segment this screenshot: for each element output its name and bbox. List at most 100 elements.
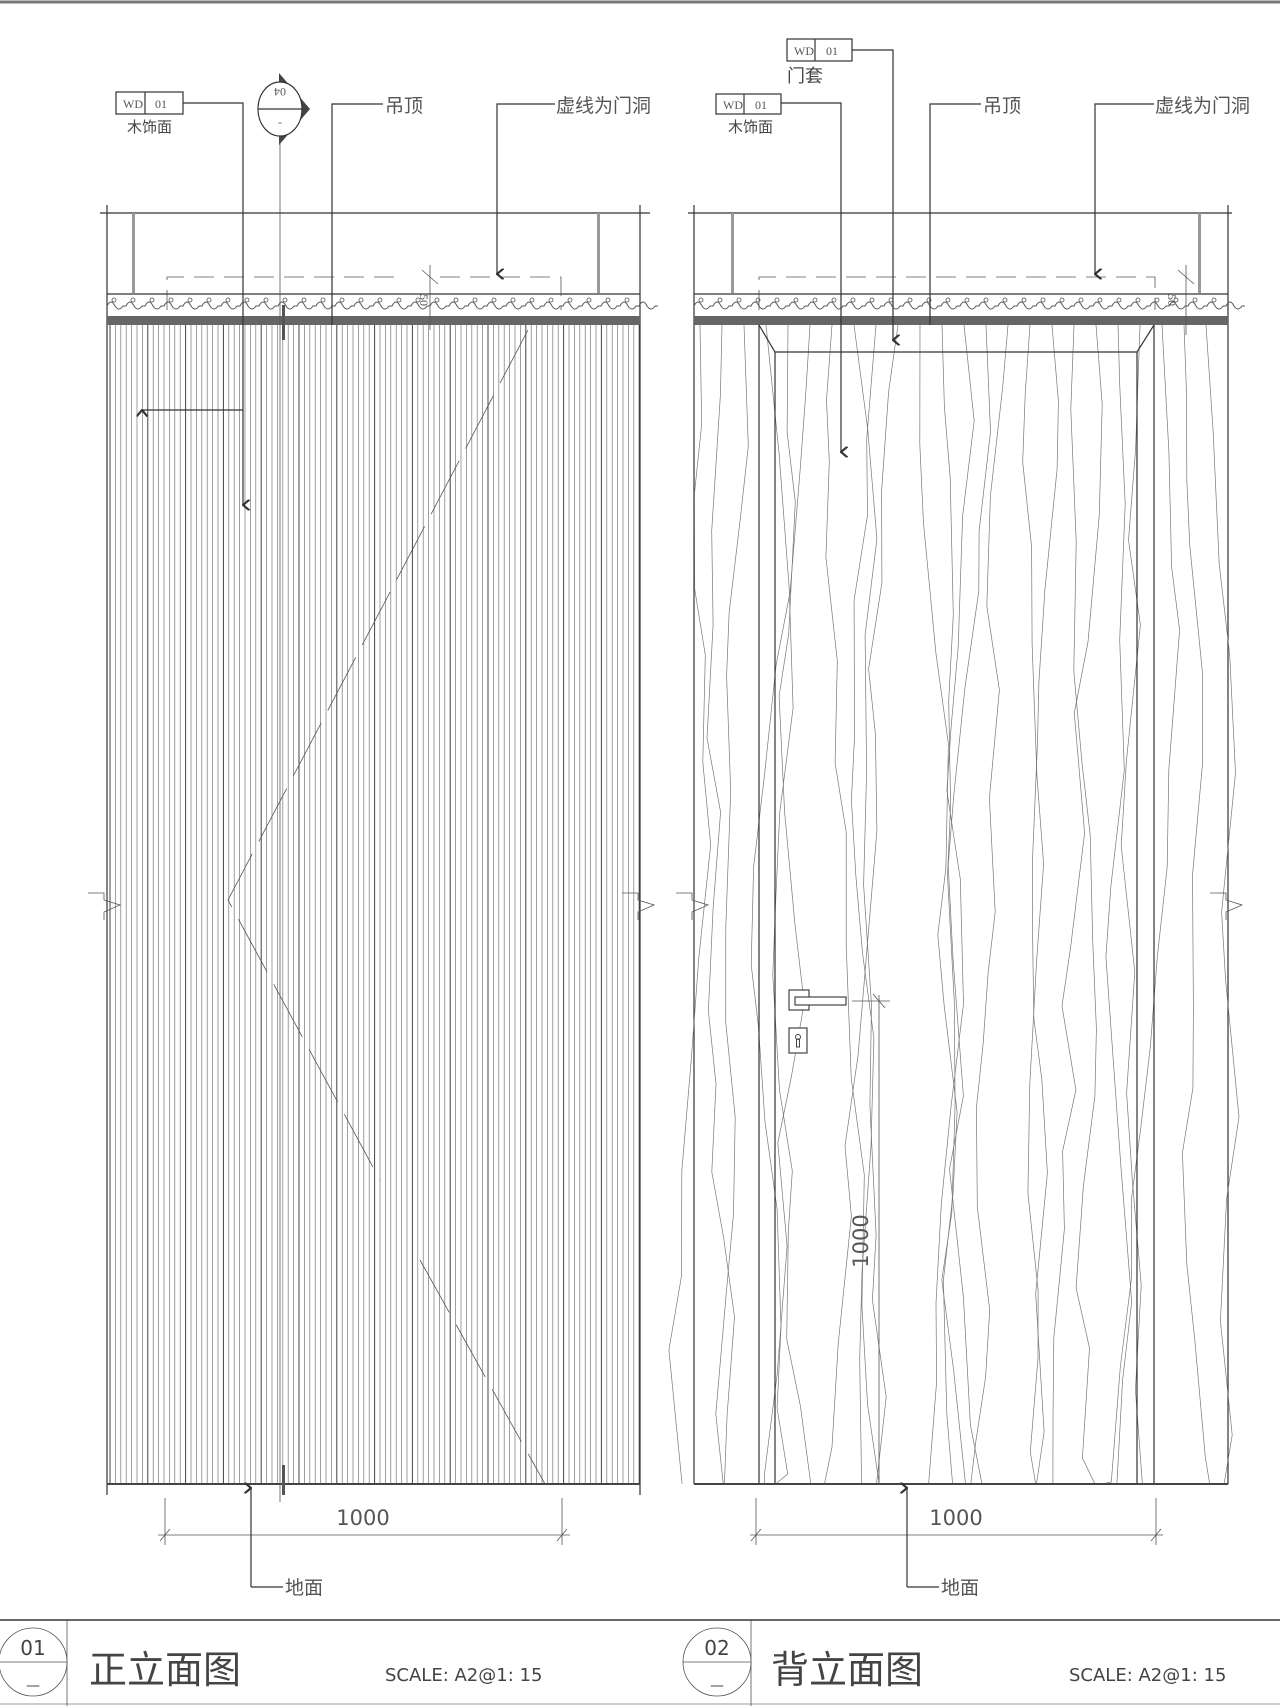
- ceiling-dot: [130, 297, 136, 303]
- ceiling-wave: [106, 301, 658, 310]
- floor-label: 地面: [941, 1577, 979, 1599]
- grain-line: [1070, 324, 1097, 1485]
- ceiling-wave: [693, 301, 1245, 310]
- ceiling-dot: [793, 297, 799, 303]
- handle-height-value: 1000: [849, 1214, 873, 1267]
- ceiling-hanger: [1198, 213, 1201, 293]
- ceiling-dot: [586, 297, 592, 303]
- grain-line: [1101, 324, 1180, 1485]
- ceiling-dot: [358, 297, 364, 303]
- grain-line: [1105, 324, 1133, 1485]
- ceiling-dot: [624, 297, 630, 303]
- drawing-scale: SCALE: A2@1: 15: [1069, 1665, 1226, 1686]
- ceiling-dot: [301, 297, 307, 303]
- drawing-title: 背立面图: [771, 1648, 923, 1692]
- grain-line: [1182, 324, 1211, 1485]
- ceiling-structure: [100, 205, 658, 1495]
- ceiling-leader: [929, 103, 981, 325]
- ceiling-hanger: [731, 213, 734, 293]
- grain-line: [825, 324, 880, 1485]
- ceiling-dot: [698, 297, 704, 303]
- ceiling-dot: [850, 297, 856, 303]
- door-swing-line: [227, 329, 546, 1485]
- ceiling-dot: [149, 297, 155, 303]
- floor-label: 地面: [285, 1577, 323, 1599]
- ceiling-dot: [1116, 297, 1122, 303]
- ceiling-dot: [964, 297, 970, 303]
- ceiling-dot: [1021, 297, 1027, 303]
- door-frame: [758, 324, 1155, 1484]
- sheet-number: —: [710, 1678, 724, 1694]
- back-elevation: 1000 WD 01 门套 WD 01 木饰面 吊顶 虚线为门洞 50: [668, 38, 1250, 1599]
- ceiling-band: [107, 316, 640, 325]
- grain-line: [1022, 324, 1044, 1485]
- grain-line: [851, 324, 877, 1485]
- ceiling-dot: [529, 297, 535, 303]
- tag-number: 01: [826, 44, 838, 58]
- width-dimension: 1000: [750, 1498, 1163, 1545]
- opening-leader: [1095, 103, 1154, 274]
- door-handle: [788, 989, 847, 1011]
- tag-label: 门套: [787, 66, 823, 87]
- width-dimension: 1000: [158, 1498, 570, 1545]
- ceiling-label: 吊顶: [983, 95, 1021, 117]
- ceiling-dot: [1211, 297, 1217, 303]
- grain-line: [765, 324, 812, 1485]
- ceiling-dot: [339, 297, 345, 303]
- grain-line: [668, 324, 712, 1485]
- ceiling-dot: [491, 297, 497, 303]
- ceiling-dot: [244, 297, 250, 303]
- title-02: 02 — 背立面图 SCALE: A2@1: 15: [682, 1620, 1226, 1706]
- ceiling-dot: [225, 297, 231, 303]
- ceiling-dot: [434, 297, 440, 303]
- ceiling-dot: [812, 297, 818, 303]
- ceiling-dot: [206, 297, 212, 303]
- grain-line: [919, 324, 958, 1485]
- grain-line: [750, 324, 811, 1485]
- opening-label: 虚线为门洞: [1155, 95, 1250, 117]
- ceiling-hanger: [597, 213, 600, 293]
- ceiling-dot: [755, 297, 761, 303]
- ceiling-structure: [688, 205, 1245, 1484]
- section-marker-top: 04: [274, 85, 286, 99]
- ceiling-dot: [1097, 297, 1103, 303]
- ceiling-dot: [472, 297, 478, 303]
- title-block: 01 — 正立面图 SCALE: A2@1: 15 02 — 背立面图 SCAL…: [0, 1619, 1280, 1706]
- ceiling-dot: [1154, 297, 1160, 303]
- ceiling-dot: [926, 297, 932, 303]
- tag-code: WD: [794, 44, 814, 58]
- drawing-number: 01: [20, 1636, 45, 1660]
- title-01: 01 — 正立面图 SCALE: A2@1: 15: [0, 1620, 542, 1706]
- ceiling-label: 吊顶: [385, 95, 423, 117]
- ceiling-dot: [945, 297, 951, 303]
- ceiling-band: [694, 316, 1228, 325]
- ceiling-dot: [774, 297, 780, 303]
- ceiling-dot: [415, 297, 421, 303]
- grain-line: [941, 324, 966, 1485]
- ceiling-dot: [1135, 297, 1141, 303]
- ceiling-dot: [263, 297, 269, 303]
- material-tag-wd01: WD 01 木饰面: [115, 91, 243, 505]
- grain-line: [928, 324, 975, 1485]
- front-elevation: WD 01 木饰面 04 - 吊顶 虚线为门洞 50: [88, 73, 658, 1599]
- lock-cylinder: [788, 1027, 808, 1054]
- drawing-title: 正立面图: [89, 1648, 241, 1692]
- opening-label: 虚线为门洞: [556, 95, 651, 117]
- grain-line: [970, 324, 1009, 1485]
- ceiling-dim-value: 50: [417, 294, 431, 306]
- break-symbol: [1210, 892, 1244, 920]
- ceiling-dot: [396, 297, 402, 303]
- ceiling-dot: [1173, 297, 1179, 303]
- ceiling-dot: [1002, 297, 1008, 303]
- section-marker: 04 -: [257, 73, 310, 1502]
- ceiling-dot: [1078, 297, 1084, 303]
- drawing-scale: SCALE: A2@1: 15: [385, 1665, 542, 1686]
- ceiling-dot: [377, 297, 383, 303]
- ceiling-dot: [736, 297, 742, 303]
- tag-number: 01: [155, 97, 167, 111]
- grain-line: [824, 324, 899, 1485]
- ceiling-dot: [831, 297, 837, 303]
- tag-code: WD: [123, 97, 143, 111]
- ceiling-dot: [1040, 297, 1046, 303]
